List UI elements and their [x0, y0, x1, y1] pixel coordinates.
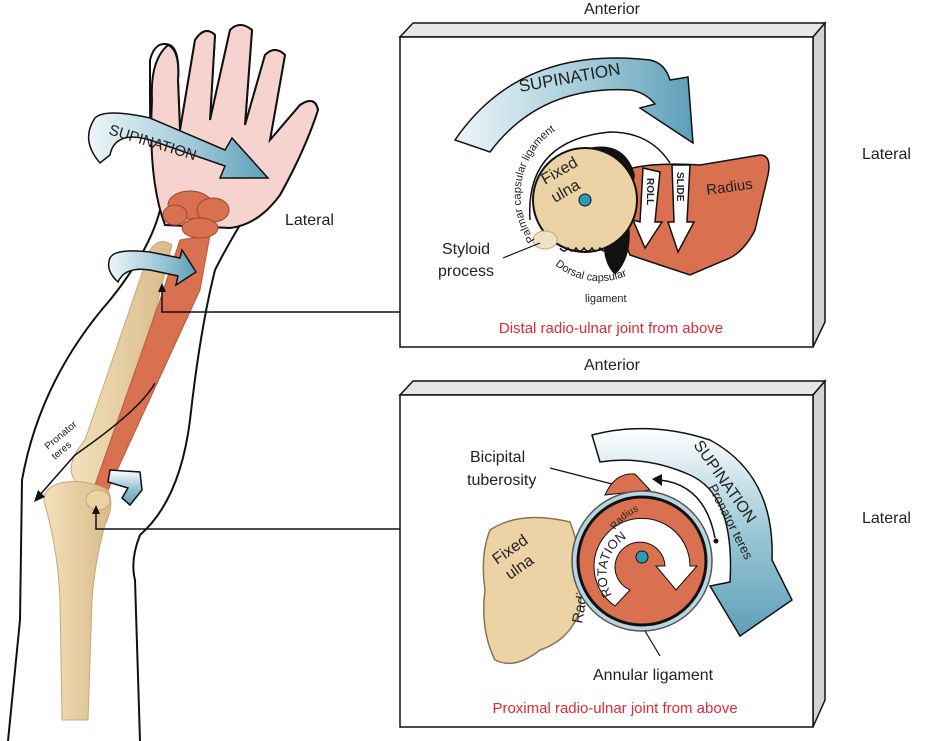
distal-radius-label: Radius: [705, 176, 754, 199]
distal-panel-side: [812, 20, 826, 348]
bicipital-tuberosity: [604, 473, 652, 496]
slide-label: SLIDE: [674, 172, 685, 202]
distal-anterior-label: Anterior: [584, 1, 641, 18]
proximal-leader-arrowhead-icon: [92, 505, 100, 514]
carpal-bones: [162, 190, 230, 239]
proximal-panel: Anterior Lateral SUPINATION Fixed ulna R…: [398, 357, 911, 728]
styloid-leader: [502, 242, 541, 259]
distal-ulna-center-icon: [578, 193, 592, 207]
distal-panel: Anterior Lateral SUPINATION Palmar capsu…: [398, 1, 911, 348]
proximal-leader-line: [95, 510, 400, 530]
distal-leader-line: [161, 288, 400, 313]
distal-caption: Distal radio-ulnar joint from above: [499, 320, 723, 337]
arm-illustration: SUPINATION Pronator teres Lateral: [7, 24, 334, 741]
styloid-label-1: Styloid: [442, 241, 490, 258]
proximal-pronator-arrowhead-icon: [652, 474, 662, 486]
distal-panel-top: [398, 22, 827, 38]
arm-lateral-label: Lateral: [285, 212, 334, 229]
distal-styloid: [532, 230, 558, 250]
slide-arrow: [666, 164, 696, 254]
elbow-rotation-arrow: [107, 469, 143, 507]
proximal-pronator-line: [659, 479, 716, 539]
palm-skin: [150, 24, 320, 230]
proximal-anterior-label: Anterior: [584, 357, 641, 374]
bicipital-label-1: Bicipital: [470, 449, 525, 466]
distal-leader-arrowhead-icon: [158, 283, 166, 292]
proximal-radius-center-icon: [635, 550, 649, 564]
proximal-supination-arrow: [591, 427, 793, 638]
roll-arrow: [631, 167, 664, 250]
pronator-teres-arrow: [37, 382, 156, 498]
annular-ligament-label: Annular ligament: [593, 667, 714, 684]
proximal-lateral-label: Lateral: [862, 510, 911, 527]
bicipital-label-2: tuberosity: [467, 472, 536, 489]
distal-supination-arrow: [453, 57, 694, 153]
dorsal-ligament-label-2: ligament: [585, 293, 627, 305]
wrist-rotation-arrow: [107, 248, 198, 287]
distal-lateral-label: Lateral: [862, 146, 911, 163]
proximal-panel-side: [812, 378, 826, 728]
palmar-ligament-line: [529, 131, 671, 221]
roll-label: ROLL: [644, 178, 655, 205]
annular-leader: [644, 630, 661, 657]
bicipital-leader: [549, 467, 613, 485]
pronator-attachment-icon: [713, 538, 719, 544]
dorsal-ligament-coil: [559, 246, 625, 252]
radial-head: [85, 489, 111, 511]
rotation-arrow: [593, 517, 699, 607]
proximal-caption: Proximal radio-ulnar joint from above: [492, 700, 737, 717]
proximal-ulna: [482, 516, 582, 665]
styloid-label-2: process: [438, 263, 494, 280]
proximal-panel-top: [398, 380, 827, 396]
pronator-arrowhead-icon: [34, 490, 45, 502]
humerus-bone: [43, 481, 112, 721]
